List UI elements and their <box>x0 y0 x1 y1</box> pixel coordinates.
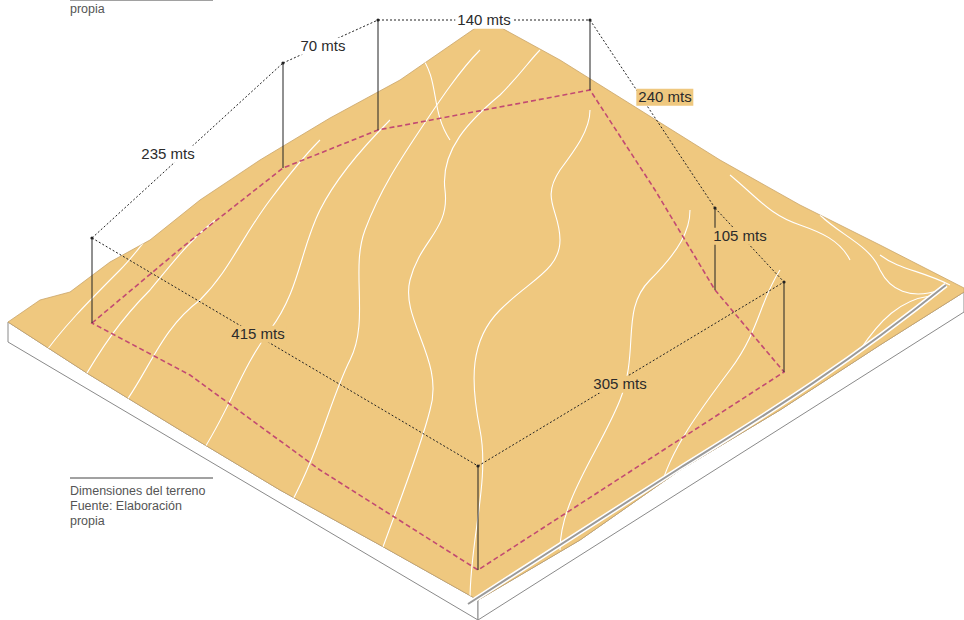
terrain-surface <box>8 20 964 600</box>
road <box>468 285 946 604</box>
dimension-label: 415 mts <box>229 326 286 343</box>
dimension-ticks <box>90 18 785 467</box>
caption-rule <box>70 0 213 1</box>
dimension-lines <box>92 20 784 466</box>
caption-rule <box>70 478 213 479</box>
road-edge <box>468 285 946 604</box>
dimension-label: 305 mts <box>591 376 648 393</box>
dimension-label: 105 mts <box>711 228 768 245</box>
source-note: Fuente: Elaboración propia <box>70 499 215 529</box>
dimension-label: 235 mts <box>139 146 196 163</box>
dimension-label: 240 mts <box>636 89 693 106</box>
dimension-label: 70 mts <box>298 38 347 55</box>
dimension-label: 140 mts <box>455 12 512 29</box>
source-note: propia <box>70 2 220 17</box>
contour-lines <box>40 50 950 600</box>
figure-caption: Dimensiones del terreno <box>70 484 215 499</box>
